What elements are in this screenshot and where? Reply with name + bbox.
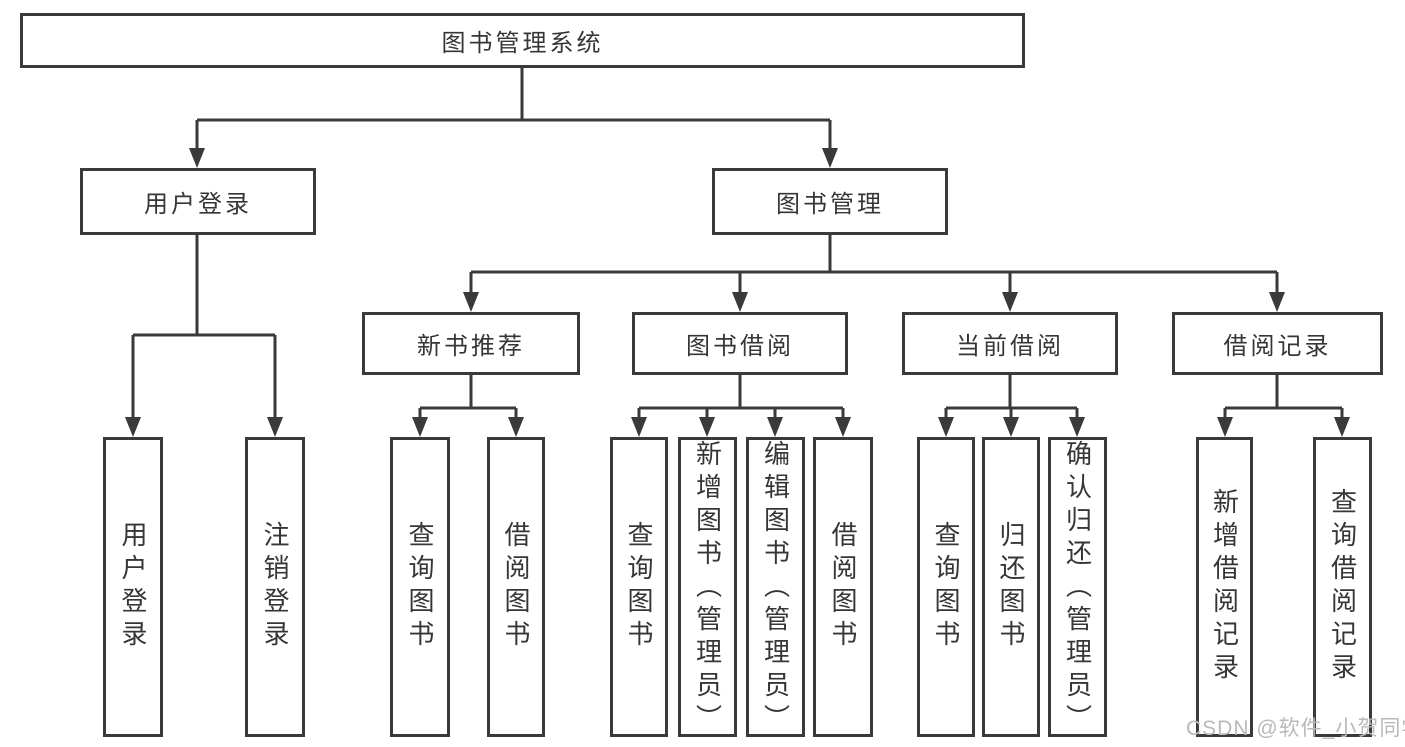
leaf-borrow-query-books: 查询图书 [610, 437, 668, 737]
node-new-book-recommend: 新书推荐 [362, 312, 580, 375]
leaf-current-return-books: 归还图书 [982, 437, 1040, 737]
leaf-user-login: 用户登录 [103, 437, 163, 737]
leaf-borrow-borrow-books: 借阅图书 [813, 437, 873, 737]
node-book-management: 图书管理 [712, 168, 948, 235]
arrowheads [125, 148, 1350, 437]
node-current-borrowing: 当前借阅 [902, 312, 1118, 375]
leaf-records-query-record: 查询借阅记录 [1313, 437, 1372, 737]
node-user-login: 用户登录 [80, 168, 316, 235]
leaf-newbooks-query-books: 查询图书 [390, 437, 450, 737]
leaf-current-query-books: 查询图书 [917, 437, 975, 737]
leaf-borrow-add-books-admin: 新增图书（管理员） [678, 437, 737, 737]
node-book-borrowing: 图书借阅 [632, 312, 848, 375]
leaf-records-add-record: 新增借阅记录 [1196, 437, 1253, 737]
leaf-newbooks-borrow-books: 借阅图书 [487, 437, 545, 737]
node-borrow-records: 借阅记录 [1172, 312, 1383, 375]
node-book-management-system: 图书管理系统 [20, 13, 1025, 68]
leaf-current-confirm-return-admin: 确认归还（管理员） [1048, 437, 1107, 737]
leaf-borrow-edit-books-admin: 编辑图书（管理员） [746, 437, 805, 737]
leaf-logout: 注销登录 [245, 437, 305, 737]
csdn-watermark: CSDN @软件_小贺同学 [1186, 717, 1405, 740]
